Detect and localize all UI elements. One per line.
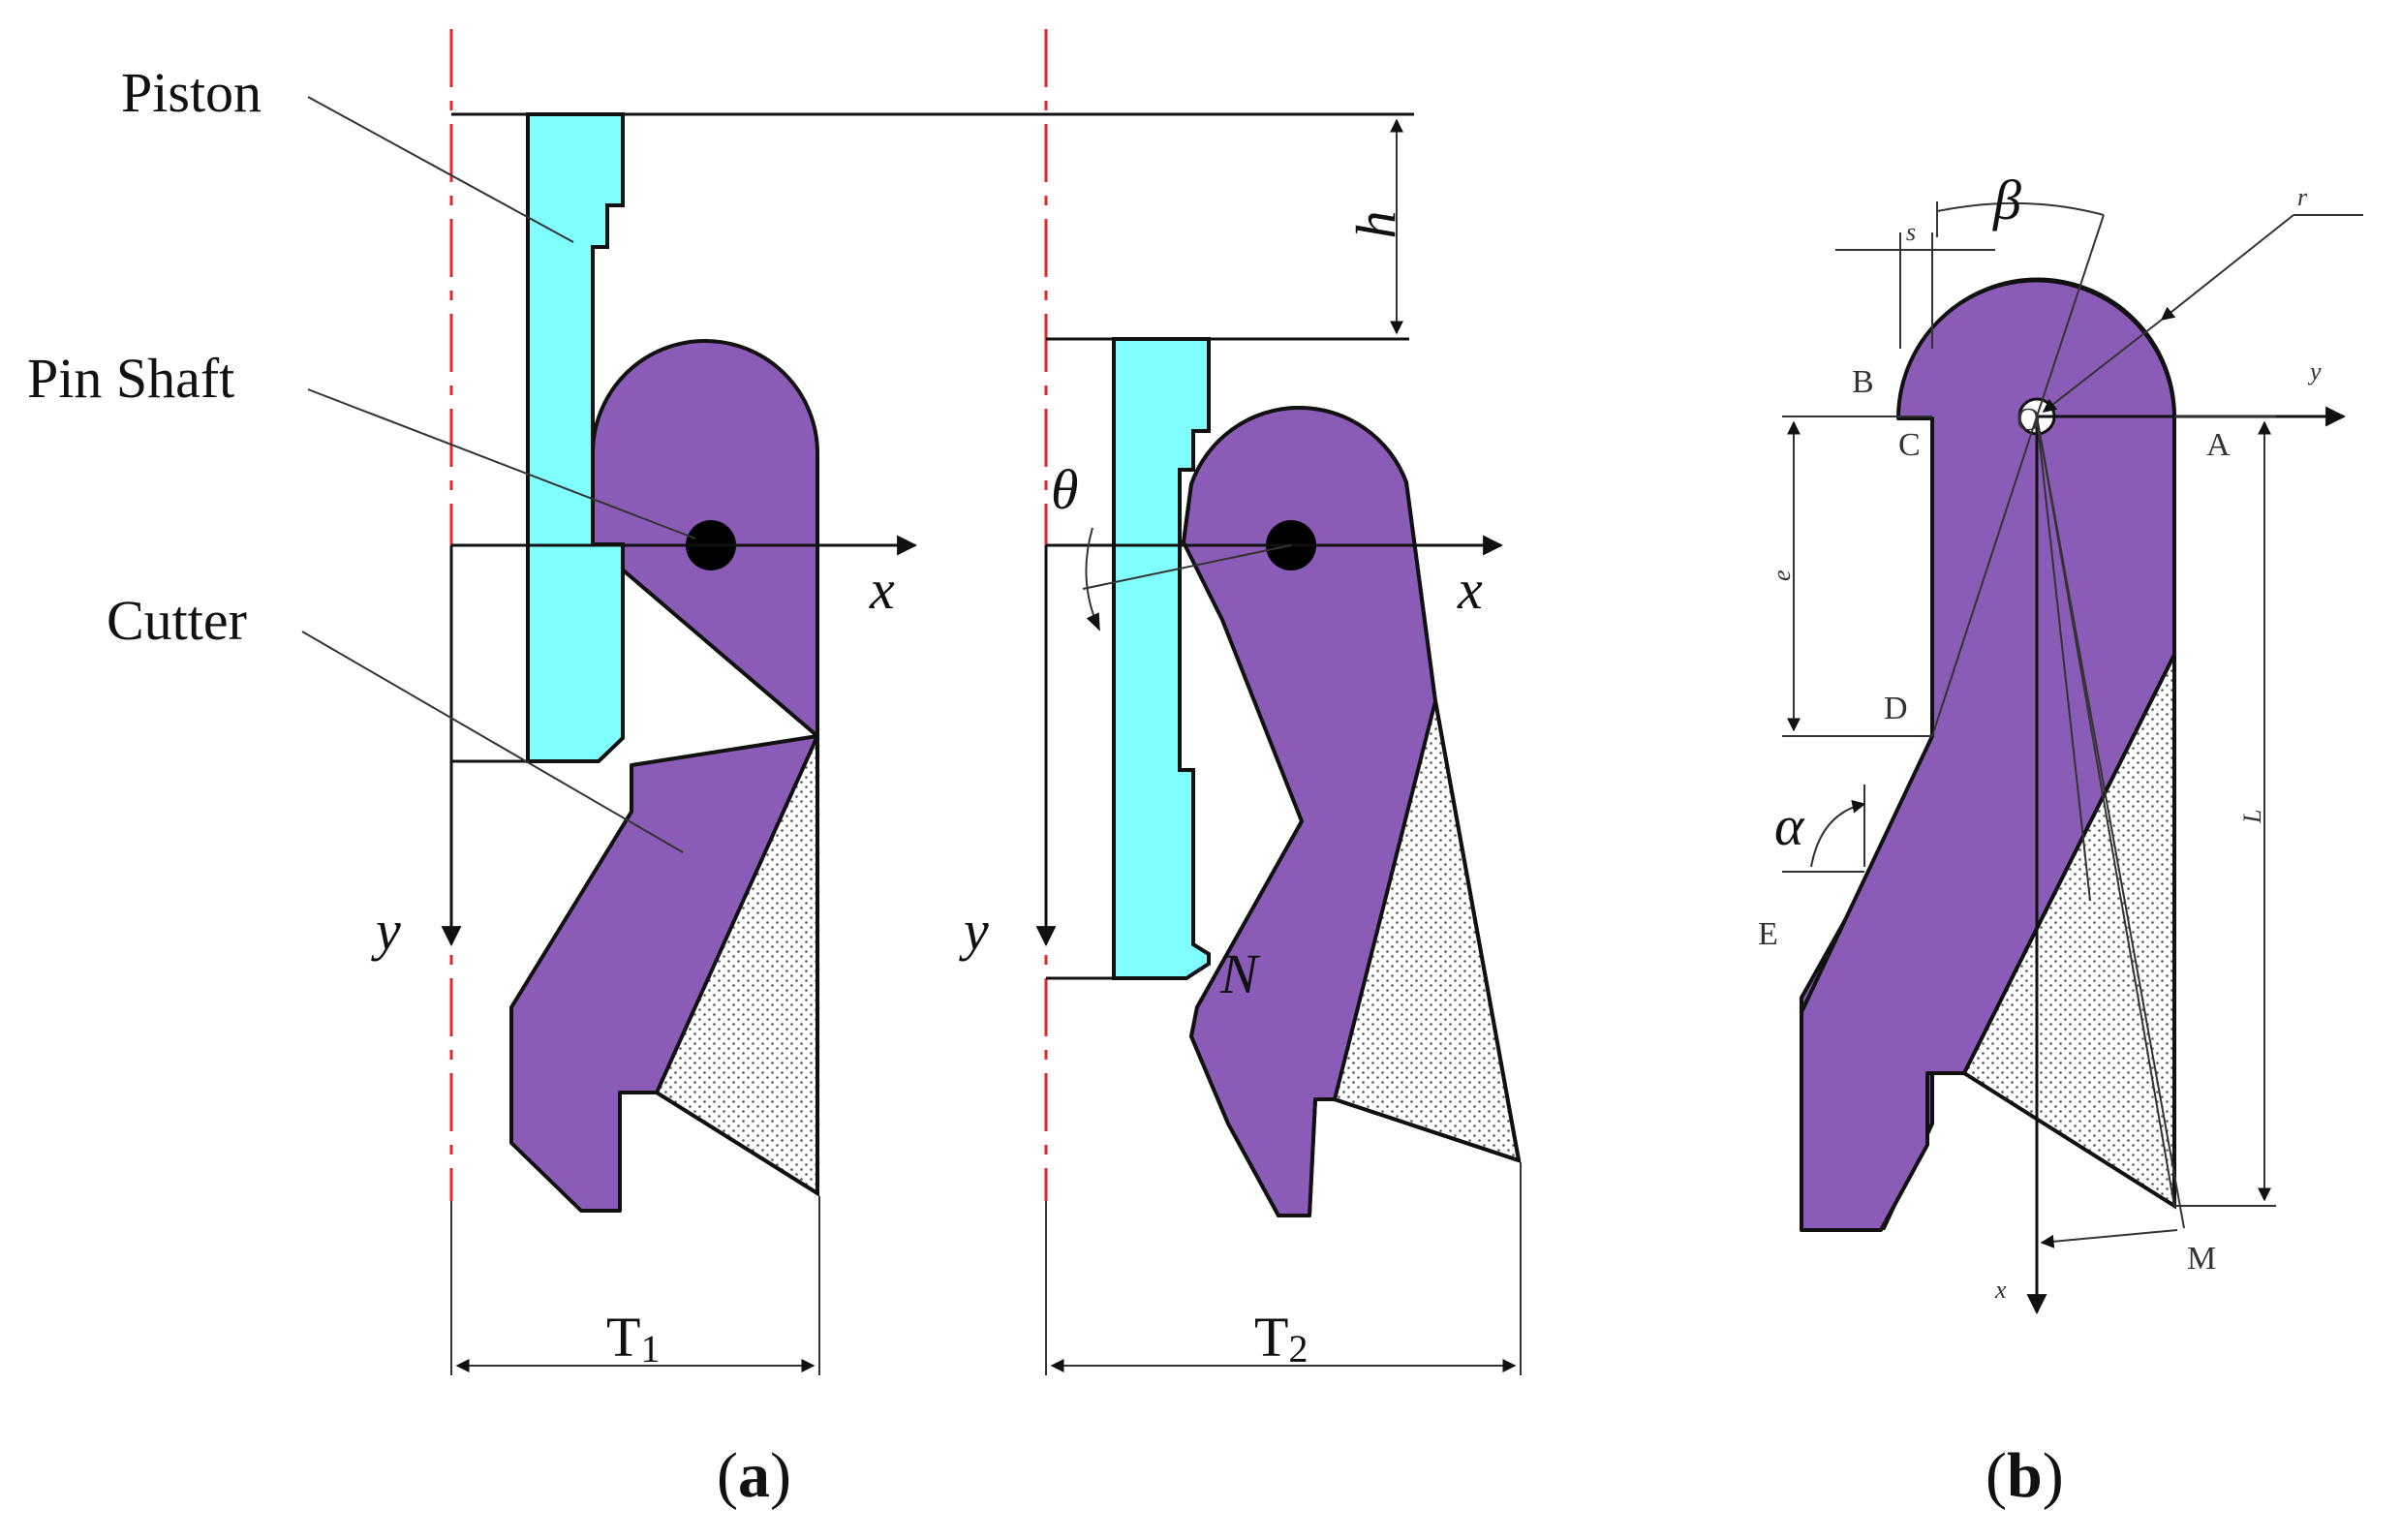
l-dim-label: L [2238,810,2266,824]
x-axis-label-right: x [1457,558,1483,621]
blade-insert-b [1961,654,2176,1210]
t1-base: T [606,1306,640,1369]
point-e-label: E [1758,916,1778,952]
t1-label: T1 [606,1306,660,1371]
point-o-label: O [2016,402,2041,438]
blade-insert-right [1332,700,1522,1163]
piston-shape-right [1112,337,1211,980]
r-leader-arrow-o [2042,319,2163,413]
caption-b-close: ) [2043,1440,2064,1511]
line-o-to-m [2036,416,2185,1229]
theta-arc [1085,527,1100,631]
beta-arc [1936,201,2105,216]
label-pin-shaft: Pin Shaft [27,347,234,410]
point-c-label: C [1898,427,1921,463]
label-piston: Piston [121,61,262,124]
point-a-label: A [2206,427,2231,463]
beta-ray [2036,214,2105,417]
e-dim-label: e [1768,570,1796,581]
y-axis-label-right: y [959,899,989,962]
h-label: h [1344,211,1407,239]
caption-b-letter: b [2007,1440,2043,1511]
y-axis-label-b: y [2307,357,2322,385]
theta-label: θ [1051,458,1079,521]
caption-b-open: ( [1985,1440,2007,1511]
caption-a-open: ( [717,1440,738,1511]
leader-cutter [301,631,684,853]
r-leader [2160,214,2294,321]
s-label: s [1906,218,1916,246]
point-d-label: D [1884,691,1908,726]
leader-piston [307,96,574,243]
x-axis-label-b: x [1994,1276,2007,1304]
m-dim-line [2040,1229,2178,1248]
r-label: r [2297,183,2308,211]
t2-label: T2 [1254,1306,1308,1371]
beta-label: β [1992,169,2021,231]
blade-insert-left [654,735,819,1197]
caption-b: (b) [1985,1440,2064,1511]
leader-pin-shaft [307,388,696,539]
line-o-to-blade-edge [2036,416,2091,902]
piston-shape-left [526,112,625,763]
line-o-to-d [1931,416,2038,737]
panel-a-rotated-state: h θ x y N T2 [959,29,1522,1375]
caption-a-close: ) [770,1440,791,1511]
t1-sub: 1 [640,1327,660,1371]
point-b-label: B [1852,364,1874,400]
contact-point-n-label: N [1219,942,1261,1005]
panel-b-geometry: β s r B C O A D E M y x e L α [1758,169,2363,1315]
caption-a: (a) [717,1440,791,1511]
panel-a-initial-state: T1 Piston Pin Shaft Cutter x y [27,29,1414,1375]
t2-base: T [1254,1306,1288,1369]
point-m-label: M [2187,1241,2216,1277]
y-axis-label-left: y [371,899,401,962]
label-cutter: Cutter [107,589,247,652]
alpha-arc [1810,799,1866,868]
x-axis-label-left: x [869,558,895,621]
alpha-label: α [1774,794,1805,857]
rotated-axis-line [1082,544,1292,590]
caption-a-letter: a [738,1440,770,1511]
t2-sub: 2 [1288,1327,1308,1371]
